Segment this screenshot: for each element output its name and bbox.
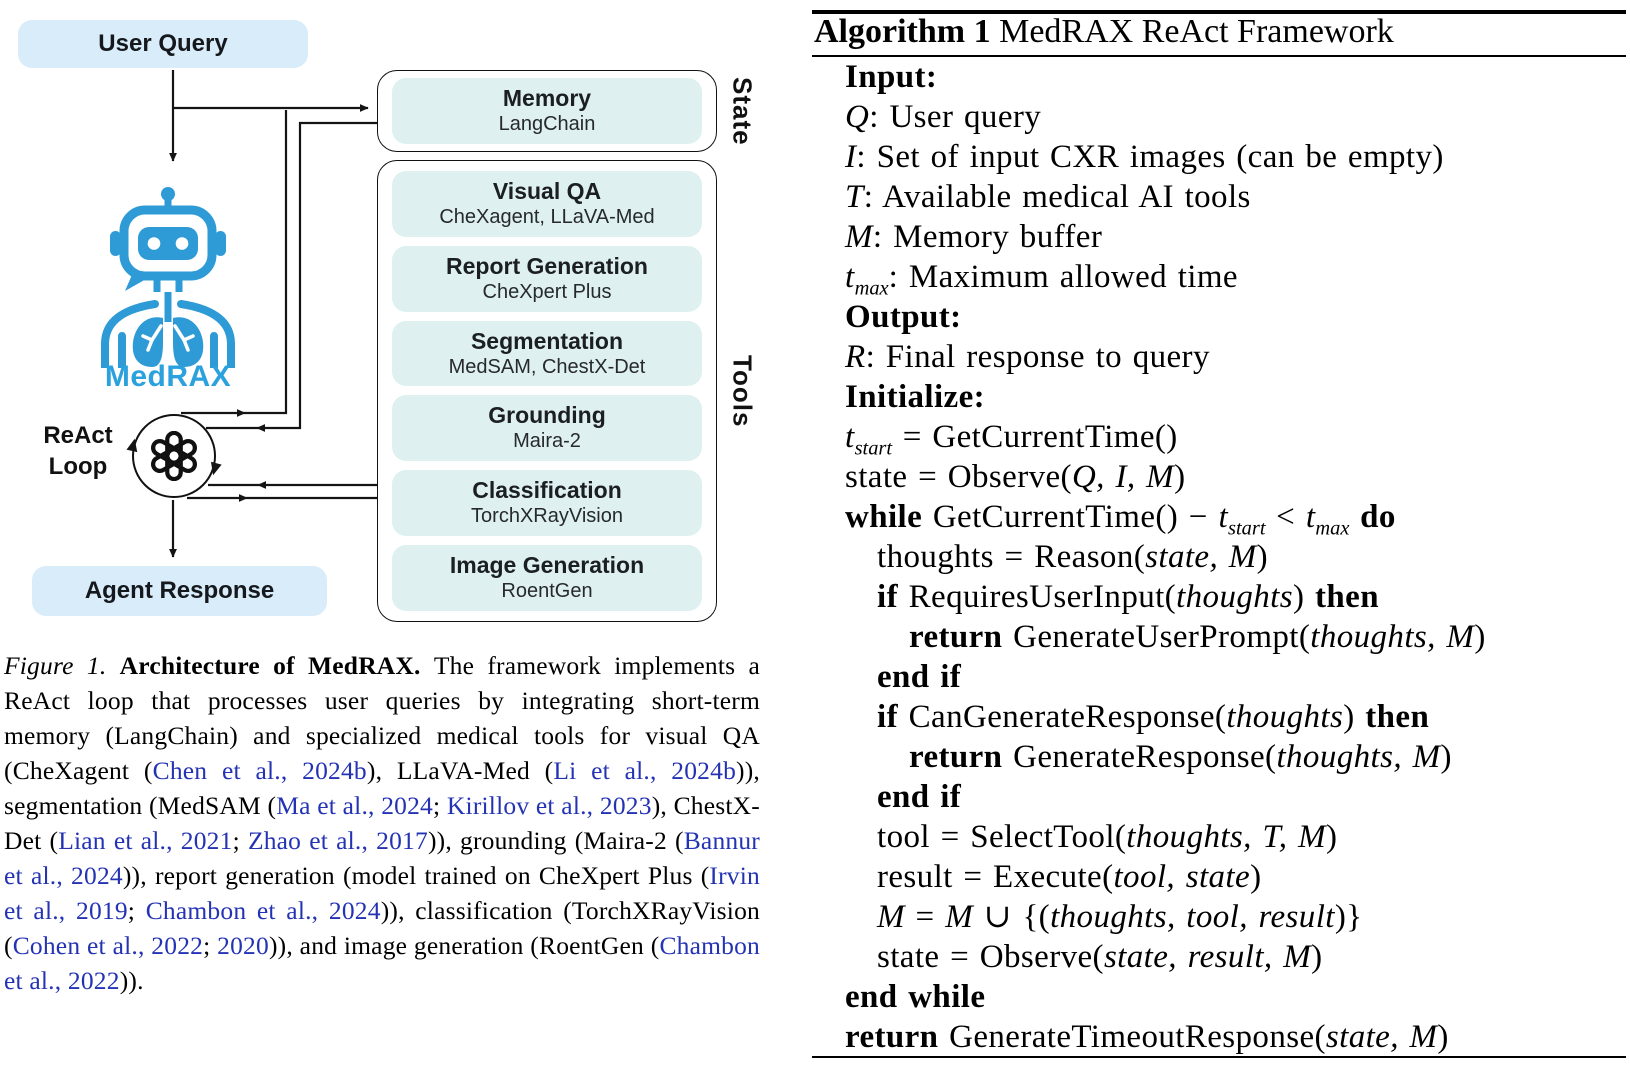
algorithm-title-number: Algorithm 1 — [814, 13, 991, 50]
memory-box: Memory LangChain — [392, 78, 702, 144]
citation-link[interactable]: Li et al., 2024b — [553, 756, 737, 785]
algorithm-body: Input: Q: User query I: Set of input CXR i… — [812, 57, 1628, 1057]
algorithm-line: end if — [877, 779, 962, 815]
algorithm-line: tstart = GetCurrentTime() — [845, 419, 1178, 460]
algorithm-line: while GetCurrentTime() − tstart < tmax d… — [845, 499, 1396, 540]
citation-link[interactable]: Ma et al., 2024 — [276, 791, 434, 820]
medrax-robot-icon — [97, 186, 239, 368]
citation-link[interactable]: 2020 — [217, 931, 269, 960]
memory-container: Memory LangChain — [377, 70, 717, 152]
algorithm-line: T: Available medical AI tools — [845, 179, 1251, 215]
citation-link[interactable]: Cohen et al., 2022 — [12, 931, 204, 960]
algorithm-line: I: Set of input CXR images (can be empty… — [845, 139, 1444, 175]
algorithm-line: tmax: Maximum allowed time — [845, 259, 1238, 300]
tool-title: Segmentation — [470, 327, 624, 354]
algorithm-line: return GenerateUserPrompt(thoughts, M) — [909, 619, 1486, 655]
algorithm-line: if CanGenerateResponse(thoughts) then — [877, 699, 1430, 735]
react-loop-circle — [132, 414, 216, 498]
state-label: State — [727, 76, 758, 146]
algorithm-title-text: MedRAX ReAct Framework — [990, 13, 1394, 50]
algorithm-panel: Algorithm 1 MedRAX ReAct Framework Input… — [812, 0, 1628, 1068]
algorithm-line: if RequiresUserInput(thoughts) then — [877, 579, 1379, 615]
algorithm-line: tool = SelectTool(thoughts, T, M) — [877, 819, 1338, 855]
tool-subtitle: CheXagent, LLaVA-Med — [439, 205, 655, 228]
algorithm-title: Algorithm 1 MedRAX ReAct Framework — [814, 13, 1394, 51]
algorithm-line: end while — [845, 979, 986, 1015]
algorithm-line: state = Observe(state, result, M) — [877, 939, 1323, 975]
tools-label: Tools — [727, 354, 758, 428]
algorithm-line: M = M ∪ {(thoughts, tool, result)} — [877, 899, 1363, 935]
algorithm-line: Initialize: — [845, 379, 986, 415]
tool-title: Image Generation — [449, 552, 645, 579]
citation-link[interactable]: Chambon et al., 2024 — [145, 896, 381, 925]
tool-title: Classification — [472, 477, 622, 504]
citation-link[interactable]: Irvin et al., 2019 — [4, 861, 760, 925]
tool-subtitle: MedSAM, ChestX-Det — [448, 355, 646, 378]
citation-link[interactable]: Chen et al., 2024b — [152, 756, 367, 785]
algorithm-line: Q: User query — [845, 99, 1042, 135]
tool-subtitle: RoentGen — [501, 580, 593, 603]
algorithm-line: end if — [877, 659, 962, 695]
citation-link[interactable]: Zhao et al., 2017 — [247, 826, 428, 855]
tool-title: Grounding — [488, 402, 606, 429]
algorithm-mid-rule — [812, 55, 1626, 57]
tool-title: Report Generation — [446, 252, 648, 279]
agent-response-box: Agent Response — [32, 566, 327, 616]
algorithm-bottom-rule — [812, 1056, 1626, 1059]
tool-subtitle: TorchXRayVision — [471, 505, 623, 528]
algorithm-line: Input: — [845, 59, 938, 95]
medrax-label: MedRAX — [104, 360, 232, 393]
tool-title: Visual QA — [492, 177, 602, 204]
citation-link[interactable]: Bannur et al., 2024 — [4, 826, 760, 890]
tool-subtitle: CheXpert Plus — [482, 280, 612, 303]
citation-link[interactable]: Lian et al., 2021 — [58, 826, 233, 855]
citation-link[interactable]: Chambon et al., 2022 — [4, 931, 760, 995]
algorithm-line: M: Memory buffer — [845, 219, 1103, 255]
algorithm-line: result = Execute(tool, state) — [877, 859, 1262, 895]
algorithm-line: return GenerateTimeoutResponse(state, M) — [845, 1019, 1449, 1055]
tool-subtitle: Maira-2 — [513, 430, 581, 453]
algorithm-line: thoughts = Reason(state, M) — [877, 539, 1269, 575]
citation-link[interactable]: Kirillov et al., 2023 — [446, 791, 652, 820]
user-query-box: User Query — [18, 20, 308, 68]
openai-logo-icon — [150, 431, 198, 481]
algorithm-line: Output: — [845, 299, 962, 335]
react-loop-label: ReAct Loop — [43, 422, 113, 480]
algorithm-top-rule — [812, 10, 1626, 14]
figure-caption: Figure 1. Architecture of MedRAX. The fr… — [4, 651, 761, 995]
algorithm-line: R: Final response to query — [845, 339, 1210, 375]
algorithm-line: return GenerateResponse(thoughts, M) — [909, 739, 1452, 775]
architecture-diagram: User Query MedRAX — [0, 0, 780, 645]
algorithm-line: state = Observe(Q, I, M) — [845, 459, 1186, 495]
